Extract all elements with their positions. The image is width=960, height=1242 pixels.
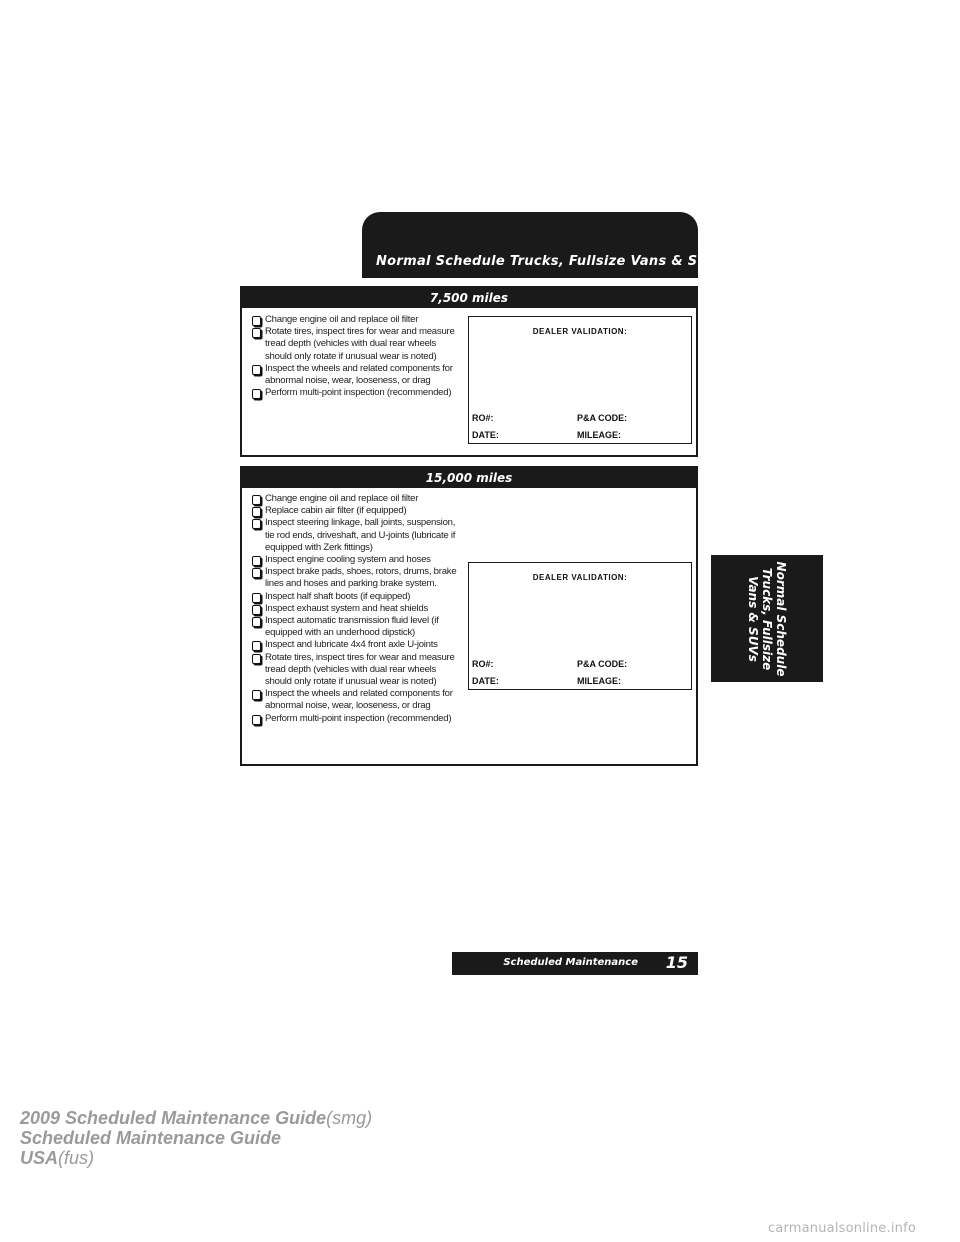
checkbox-icon[interactable]	[252, 641, 261, 652]
meta-line-3: USA	[20, 1148, 59, 1168]
checkbox-icon[interactable]	[252, 690, 261, 701]
dealer-validation-title: DEALER VALIDATION:	[532, 327, 628, 336]
checkbox-icon[interactable]	[252, 328, 261, 339]
document-meta: 2009 Scheduled Maintenance Guide(smg) Sc…	[20, 1108, 372, 1168]
section-title: 7,500 miles	[242, 288, 696, 308]
list-item: Inspect the wheels and related component…	[252, 363, 464, 387]
list-item: Inspect the wheels and related component…	[252, 688, 464, 712]
checkbox-icon[interactable]	[252, 316, 261, 326]
list-item: Inspect exhaust system and heat shields	[252, 603, 464, 615]
section-7500-miles: 7,500 miles Change engine oil and replac…	[240, 286, 698, 457]
meta-line-1-code: (smg)	[326, 1108, 373, 1128]
list-item: Inspect automatic transmission fluid lev…	[252, 615, 464, 639]
page-title: Normal Schedule Trucks, Fullsize Vans & …	[376, 254, 727, 269]
mileage-label: MILEAGE:	[577, 430, 621, 440]
chapter-side-tab: Normal Schedule Trucks, Fullsize Vans & …	[711, 555, 823, 682]
list-item: Inspect engine cooling system and hoses	[252, 554, 464, 567]
checkbox-icon[interactable]	[252, 364, 261, 375]
meta-line-2: Scheduled Maintenance Guide	[20, 1128, 282, 1148]
checkbox-icon[interactable]	[252, 592, 261, 603]
footer-bar: Scheduled Maintenance 15	[452, 952, 698, 975]
list-item: Inspect half shaft boots (if equipped)	[252, 591, 464, 603]
checklist: Change engine oil and replace oil filter…	[252, 314, 464, 400]
list-item: Change engine oil and replace oil filter	[252, 493, 464, 505]
checklist: Change engine oil and replace oil filter…	[252, 493, 464, 725]
checkbox-icon[interactable]	[252, 653, 261, 664]
dealer-validation-box: DEALER VALIDATION: RO#: P&A CODE: DATE: …	[468, 316, 692, 444]
dealer-validation-title: DEALER VALIDATION:	[532, 573, 628, 582]
list-item: Change engine oil and replace oil filter	[252, 314, 464, 326]
date-label: DATE:	[472, 676, 499, 686]
date-label: DATE:	[472, 430, 499, 440]
list-item: Perform multi-point inspection (recommen…	[252, 387, 464, 400]
checkbox-icon[interactable]	[252, 507, 261, 518]
checkbox-icon[interactable]	[252, 604, 261, 615]
checkbox-icon[interactable]	[252, 556, 261, 567]
list-item: Replace cabin air filter (if equipped)	[252, 505, 464, 518]
section-title: 15,000 miles	[242, 468, 696, 488]
list-item: Inspect and lubricate 4x4 front axle U-j…	[252, 639, 464, 652]
list-item: Rotate tires, inspect tires for wear and…	[252, 652, 464, 689]
header-tab: Normal Schedule Trucks, Fullsize Vans & …	[362, 212, 726, 278]
section-15000-miles: 15,000 miles Change engine oil and repla…	[240, 466, 698, 766]
checkbox-icon[interactable]	[252, 519, 261, 530]
checkbox-icon[interactable]	[252, 389, 261, 400]
ro-label: RO#:	[472, 413, 494, 423]
list-item: Inspect brake pads, shoes, rotors, drums…	[252, 566, 464, 590]
pa-code-label: P&A CODE:	[577, 413, 628, 423]
list-item: Inspect steering linkage, ball joints, s…	[252, 517, 464, 554]
checkbox-icon[interactable]	[252, 714, 261, 725]
checkbox-icon[interactable]	[252, 617, 261, 628]
footer-label: Scheduled Maintenance	[503, 957, 638, 968]
ro-label: RO#:	[472, 659, 494, 669]
meta-line-1: 2009 Scheduled Maintenance Guide	[20, 1108, 327, 1128]
pa-code-label: P&A CODE:	[577, 659, 628, 669]
checkbox-icon[interactable]	[252, 568, 261, 579]
checkbox-icon[interactable]	[252, 495, 261, 505]
page-number: 15	[665, 953, 688, 972]
meta-line-3-code: (fus)	[58, 1148, 95, 1168]
watermark: carmanualsonline.info	[767, 1221, 916, 1236]
mileage-label: MILEAGE:	[577, 676, 621, 686]
chapter-side-tab-label: Normal Schedule Trucks, Fullsize Vans & …	[746, 561, 788, 676]
dealer-validation-box: DEALER VALIDATION: RO#: P&A CODE: DATE: …	[468, 562, 692, 690]
list-item: Rotate tires, inspect tires for wear and…	[252, 326, 464, 363]
list-item: Perform multi-point inspection (recommen…	[252, 713, 464, 725]
